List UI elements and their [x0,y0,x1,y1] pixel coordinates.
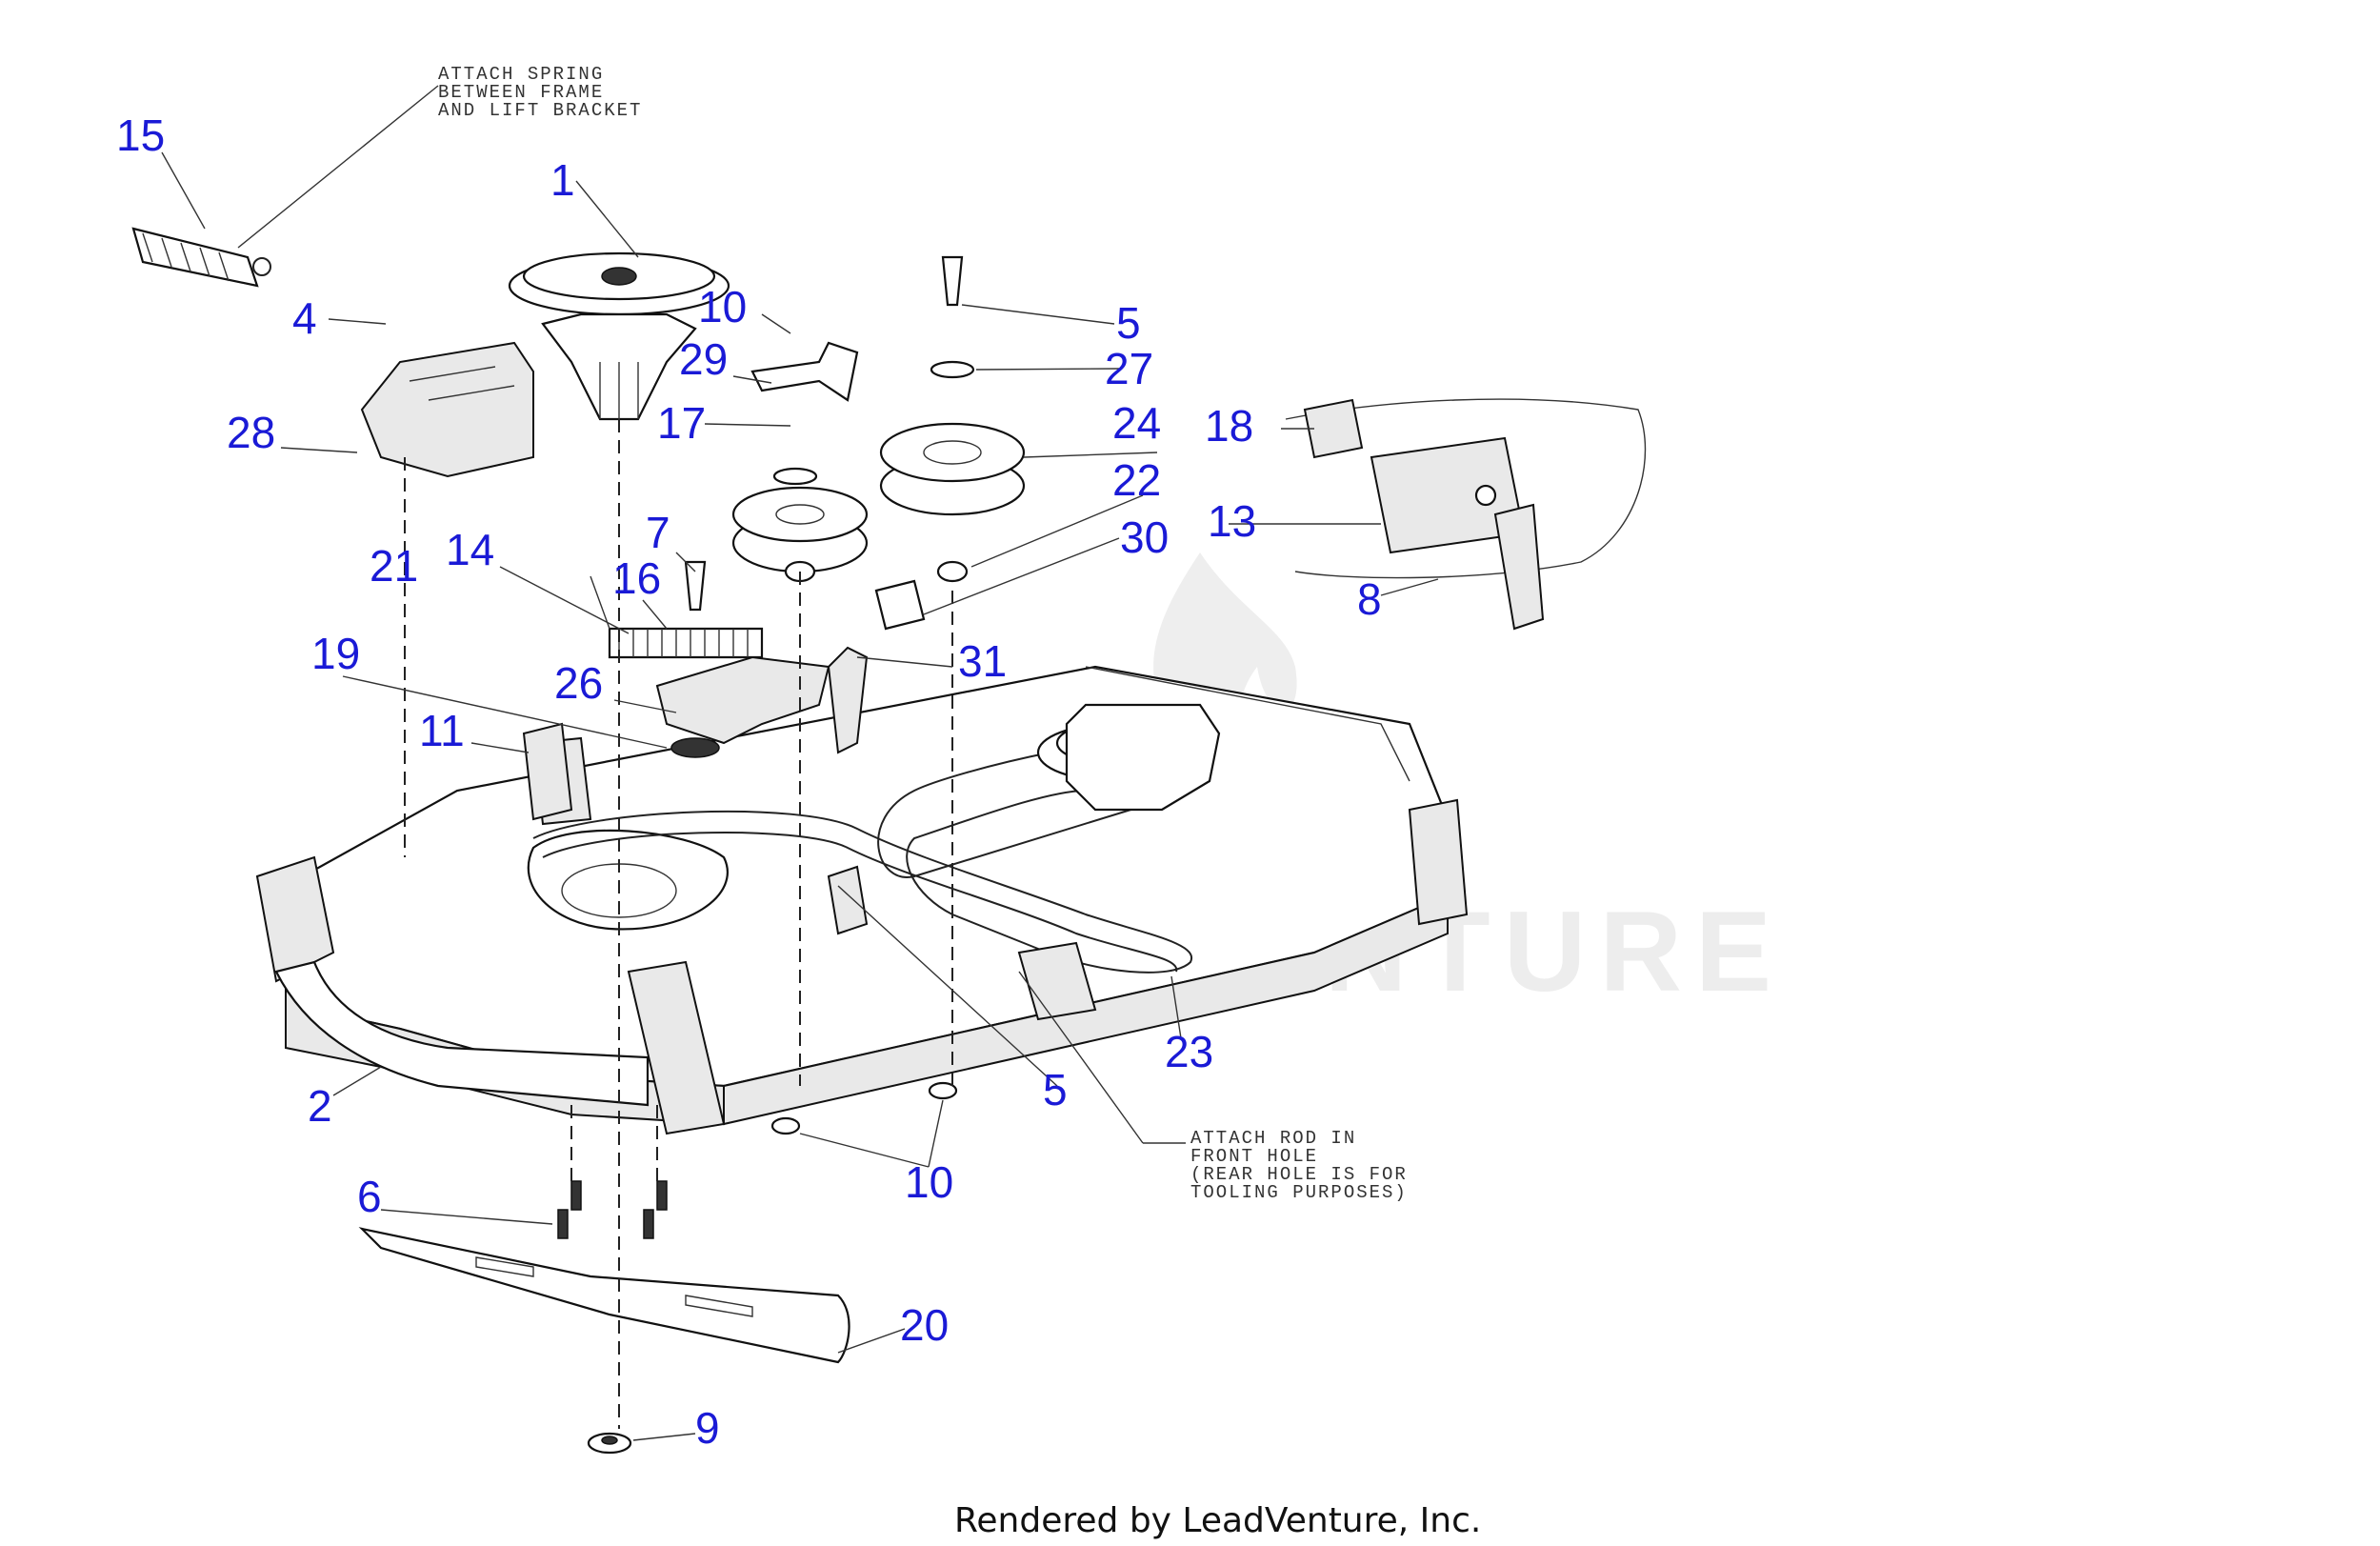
part-label-17: 17 [657,398,706,448]
bracket-31 [827,646,869,754]
bracket-29 [750,341,859,402]
bearing-19 [670,737,720,758]
part-label-9: 9 [695,1403,720,1453]
note-rod-line-3: (REAR HOLE IS FOR [1190,1164,1408,1185]
assembly-note-spring: ATTACH SPRING BETWEEN FRAME AND LIFT BRA… [438,64,642,121]
upper-components [131,227,1026,821]
washer-27 [930,360,975,379]
part-label-22: 22 [1112,455,1161,505]
idler-pulley-center [731,467,869,583]
note-spring-line-3: AND LIFT BRACKET [438,100,642,121]
bolt-5-top [941,255,964,307]
leader-lines [161,85,1439,1441]
spring-14 [608,627,764,659]
spindle-pulley-1 [508,251,730,421]
mower-deck [255,665,1469,1135]
part-label-2: 2 [308,1081,332,1131]
note-rod-line-2: FRONT HOLE [1190,1146,1318,1167]
part-label-29: 29 [679,334,728,384]
part-label-23: 23 [1165,1027,1213,1076]
belt-cover-28 [360,341,534,478]
bracket-30 [874,579,926,631]
part-label-20: 20 [900,1300,949,1350]
spacer-22 [936,560,969,583]
part-label-27: 27 [1105,344,1153,393]
part-label-26: 26 [554,658,603,708]
part-label-8: 8 [1357,574,1382,624]
part-label-4: 4 [292,293,317,343]
part-label-1: 1 [550,155,575,205]
part-label-5-bottom: 5 [1043,1065,1068,1114]
part-label-24: 24 [1112,398,1161,448]
part-label-15: 15 [116,110,165,160]
part-label-6: 6 [357,1172,382,1221]
nut-5-bottom [928,1081,958,1100]
note-rod-line-4: TOOLING PURPOSES) [1190,1182,1408,1203]
idler-pulley-24 [879,422,1026,516]
part-label-28: 28 [227,408,275,457]
note-spring-line-1: ATTACH SPRING [438,64,604,85]
bolts-6 [557,1180,668,1239]
bracket-11 [522,722,573,821]
nut-10-bottom [770,1116,801,1135]
assembly-note-rod: ATTACH ROD IN FRONT HOLE (REAR HOLE IS F… [1143,1128,1408,1203]
spring-15 [131,227,271,288]
idler-arm-26 [655,655,830,745]
note-rod-line-1: ATTACH ROD IN [1190,1128,1356,1149]
part-label-30: 30 [1120,512,1169,562]
footer-credit: Rendered by LeadVenture, Inc. [954,1501,1481,1540]
part-label-31: 31 [958,636,1007,686]
part-label-10-top: 10 [698,282,747,331]
lift-detail-inset [1285,398,1647,631]
part-label-18: 18 [1205,401,1253,451]
note-spring-line-2: BETWEEN FRAME [438,82,604,103]
part-label-14: 14 [446,525,494,574]
part-label-11: 11 [419,706,465,755]
part-label-19: 19 [311,629,360,678]
part-number-labels: 15 1 4 10 29 5 27 28 17 24 18 22 13 7 30… [116,110,1382,1453]
lower-components [358,1081,958,1455]
part-label-16: 16 [612,553,661,603]
nut-9 [587,1432,632,1455]
bolt-7 [684,560,707,612]
part-label-7: 7 [646,508,670,557]
part-label-21: 21 [370,541,418,591]
blade-20 [358,1227,850,1364]
part-label-10-bottom: 10 [905,1157,953,1207]
assembly-lines [404,419,953,1429]
part-label-5-top: 5 [1116,298,1141,348]
part-label-13: 13 [1208,496,1256,546]
